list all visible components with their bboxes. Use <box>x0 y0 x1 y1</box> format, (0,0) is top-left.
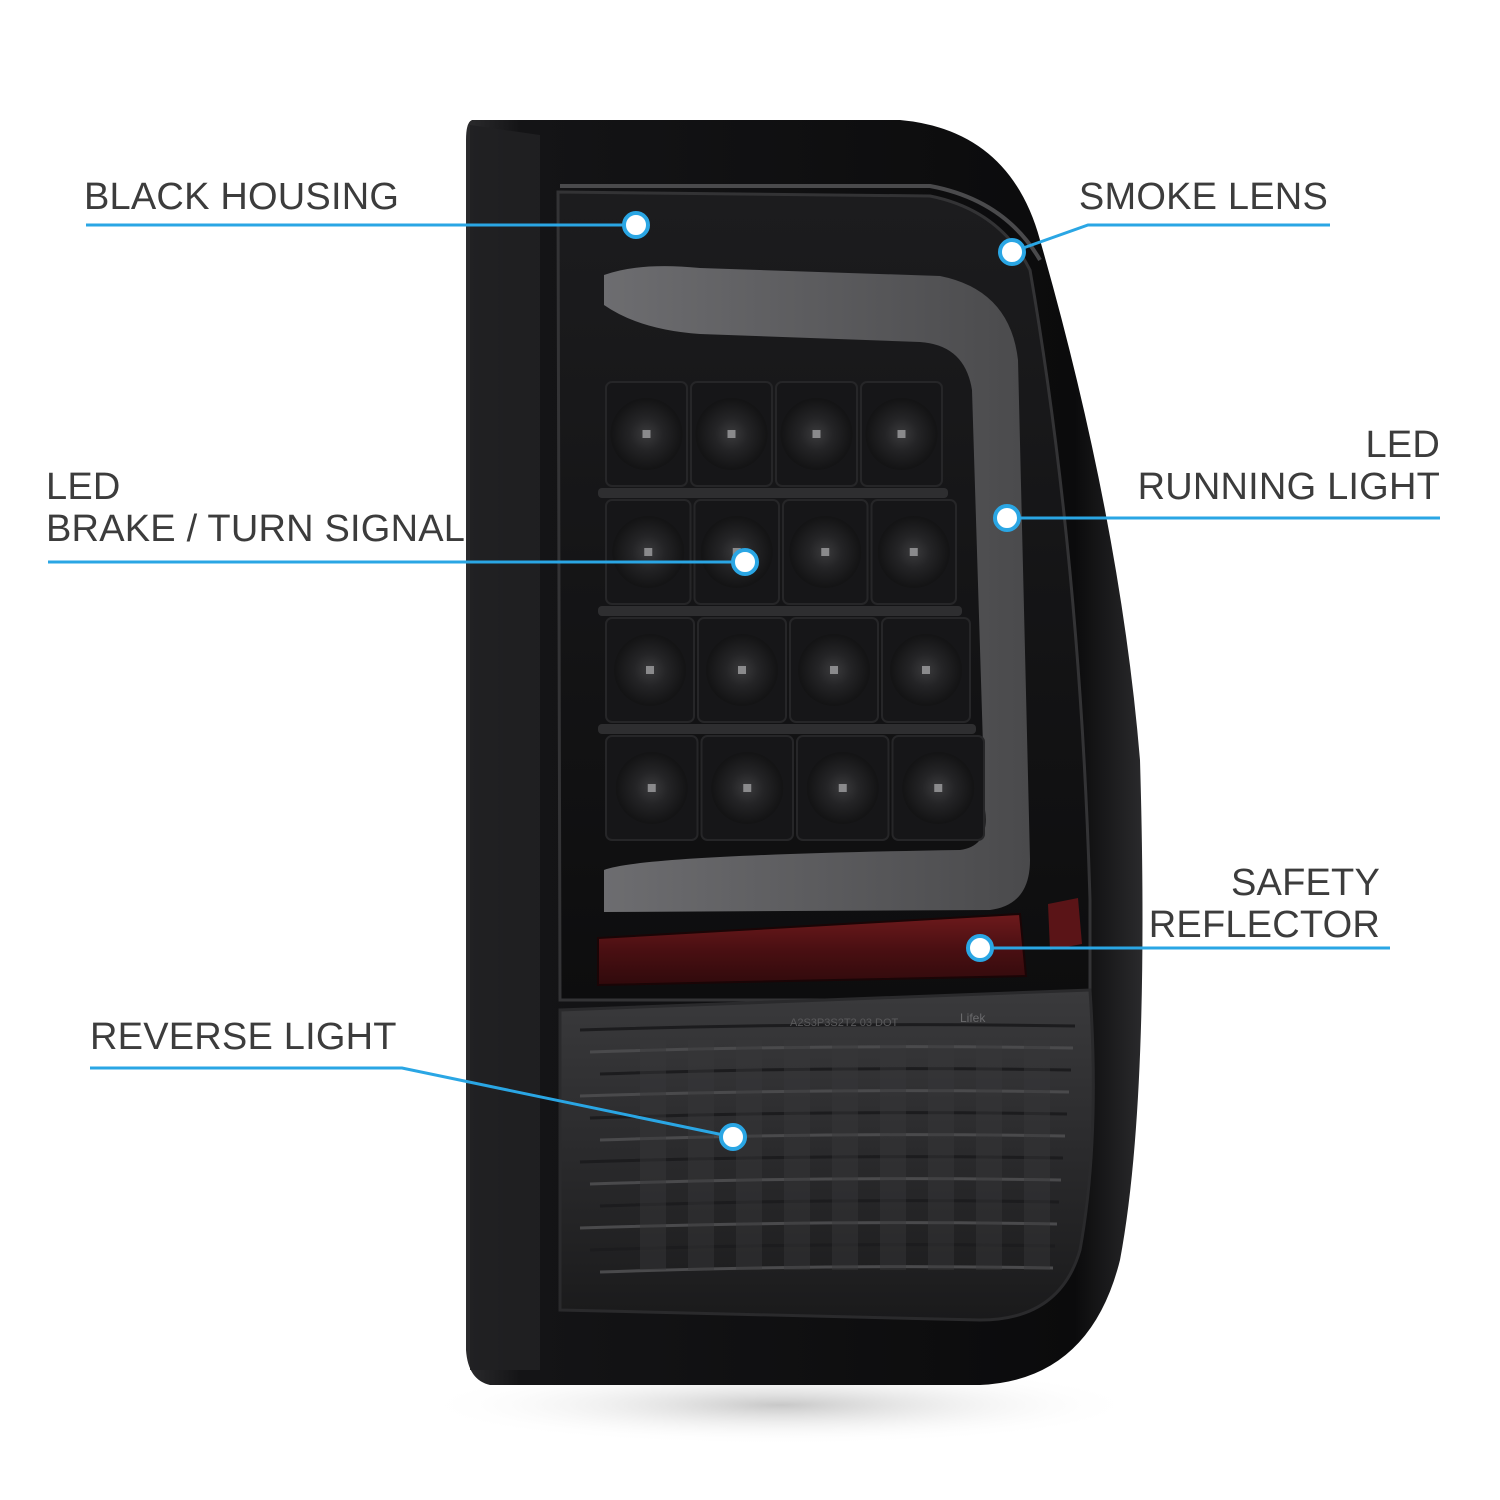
lens-ridge <box>579 1155 1064 1164</box>
led-chip <box>738 666 746 674</box>
label-reverse-light: REVERSE LIGHT <box>90 1016 397 1058</box>
lens-ridge <box>579 1089 1070 1098</box>
led-chip <box>647 784 656 792</box>
callout-black-housing-dot <box>622 211 650 239</box>
led-chip <box>743 784 752 792</box>
led-chip <box>812 430 821 438</box>
lens-facet <box>880 1040 906 1270</box>
lens-facet <box>736 1040 762 1270</box>
lens-facet <box>976 1040 1002 1270</box>
label-led-running-light-line1: LED <box>1365 424 1440 466</box>
callout-lines <box>48 211 1440 1151</box>
label-led-brake-turn-line1: LED <box>46 466 121 508</box>
lens-ridge <box>589 1111 1068 1120</box>
callout-led-brake-turn-dot <box>731 548 759 576</box>
label-safety-reflector: SAFETY REFLECTOR <box>1149 862 1380 946</box>
reverse-lens-ridges <box>579 1023 1076 1274</box>
callout-led-running-light-dot <box>993 504 1021 532</box>
led-chip <box>922 666 930 674</box>
lens-facet <box>1024 1040 1050 1270</box>
led-chip <box>838 784 847 792</box>
led-chip <box>727 430 736 438</box>
label-led-brake-turn: LED BRAKE / TURN SIGNAL <box>46 466 465 550</box>
lens-ridge <box>599 1199 1060 1208</box>
label-black-housing: BLACK HOUSING <box>84 176 400 218</box>
lens-ridge <box>599 1067 1072 1076</box>
lens-ridge <box>599 1265 1054 1274</box>
lens-facet <box>928 1040 954 1270</box>
led-array <box>598 381 985 841</box>
label-safety-reflector-line1: SAFETY <box>1230 862 1380 904</box>
callout-smoke-lens-dot <box>998 238 1026 266</box>
led-chip <box>646 666 654 674</box>
led-chip <box>821 548 830 556</box>
lens-ridge <box>579 1023 1076 1032</box>
led-chip <box>642 430 651 438</box>
callout-smoke-lens-line <box>1011 223 1330 254</box>
callout-reverse-light-line <box>90 1066 734 1139</box>
label-led-running-light-line2: RUNNING LIGHT <box>1137 466 1440 508</box>
led-chip <box>830 666 838 674</box>
lens-ridge <box>589 1177 1062 1186</box>
label-smoke-lens: SMOKE LENS <box>1078 176 1328 218</box>
label-led-brake-turn-line2: BRAKE / TURN SIGNAL <box>46 508 466 550</box>
lens-facet <box>640 1040 666 1270</box>
lens-facet <box>688 1040 714 1270</box>
lens-facet <box>784 1040 810 1270</box>
lens-code-marking: A2S3P3S2T2 03 DOT <box>790 1017 899 1029</box>
callout-reverse-light-dot <box>719 1123 747 1151</box>
lens-ridge <box>589 1243 1056 1252</box>
led-chip <box>934 784 943 792</box>
led-chip <box>897 430 906 438</box>
callout-safety-reflector-dot <box>966 934 994 962</box>
running-light-bar <box>604 266 1030 913</box>
label-led-running-light: LED RUNNING LIGHT <box>1138 424 1440 508</box>
lens-ridge <box>599 1133 1066 1142</box>
safety-reflector-panel <box>597 912 1028 987</box>
lens-ridge <box>589 1045 1074 1054</box>
lens-facet <box>832 1040 858 1270</box>
lens-brand-marking: Lifek <box>960 1011 986 1025</box>
label-safety-reflector-line2: REFLECTOR <box>1148 904 1380 946</box>
led-chip <box>644 548 653 556</box>
lens-ridge <box>579 1221 1058 1230</box>
led-chip <box>909 548 918 556</box>
